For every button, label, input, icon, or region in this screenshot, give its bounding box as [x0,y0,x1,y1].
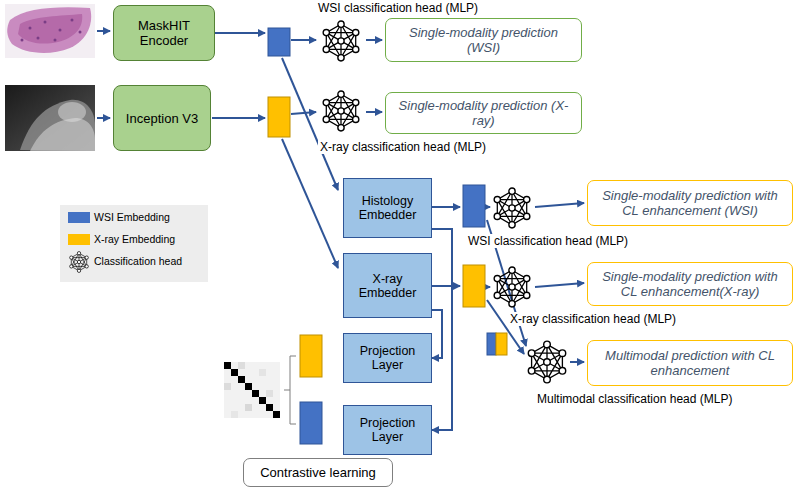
node-text: Histology Embedder [348,194,427,222]
head-label: X-ray classification head (MLP) [318,140,488,154]
node-text: Contrastive learning [260,465,376,480]
prediction-box: Single-modality prediction (WSI) [385,18,582,62]
head-label: WSI classification head (MLP) [466,234,630,248]
node-text: Single-modality prediction with CL enhan… [594,188,786,218]
method-box: Contrastive learning [243,458,393,487]
head-label: WSI classification head (MLP) [316,1,480,15]
node-text: Projection Layer [348,416,427,444]
prediction-box: Multimodal prediction with CL enhancemen… [587,340,793,386]
prediction-box: Single-modality prediction with CL enhan… [587,262,793,306]
node-text: MaskHIT Encoder [118,18,210,48]
node-text: Single-modality prediction (WSI) [392,25,575,55]
legend-label: Classification head [94,255,182,268]
projection-box: Projection Layer [343,333,432,383]
head-label: Multimodal classification head (MLP) [535,392,734,406]
node-text: X-ray Embedder [348,272,427,300]
connector-arrow [432,310,442,358]
embedder-box: Histology Embedder [343,178,432,238]
legend-swatch [68,234,90,245]
node-text: Inception V3 [126,111,198,126]
node-text: Single-modality prediction (X-ray) [392,98,575,128]
node-text: Multimodal prediction with CL enhancemen… [594,348,786,378]
projection-box: Projection Layer [343,405,432,455]
legend-label: WSI Embedding [94,211,170,224]
encoder-box: Inception V3 [113,85,211,151]
head-label: X-ray classification head (MLP) [508,312,678,326]
prediction-box: Single-modality prediction with CL enhan… [587,180,793,226]
prediction-box: Single-modality prediction (X-ray) [385,92,582,134]
node-text: Single-modality prediction with CL enhan… [594,269,786,299]
embedder-box: X-ray Embedder [343,253,432,318]
connector-arrow [432,229,452,430]
encoder-box: MaskHIT Encoder [113,5,215,61]
node-text: Projection Layer [348,344,427,372]
legend-swatch [68,212,90,223]
legend-label: X-ray Embedding [94,233,175,246]
legend-icon [68,251,90,273]
legend-box: WSI EmbeddingX-ray EmbeddingClassificati… [60,205,208,282]
